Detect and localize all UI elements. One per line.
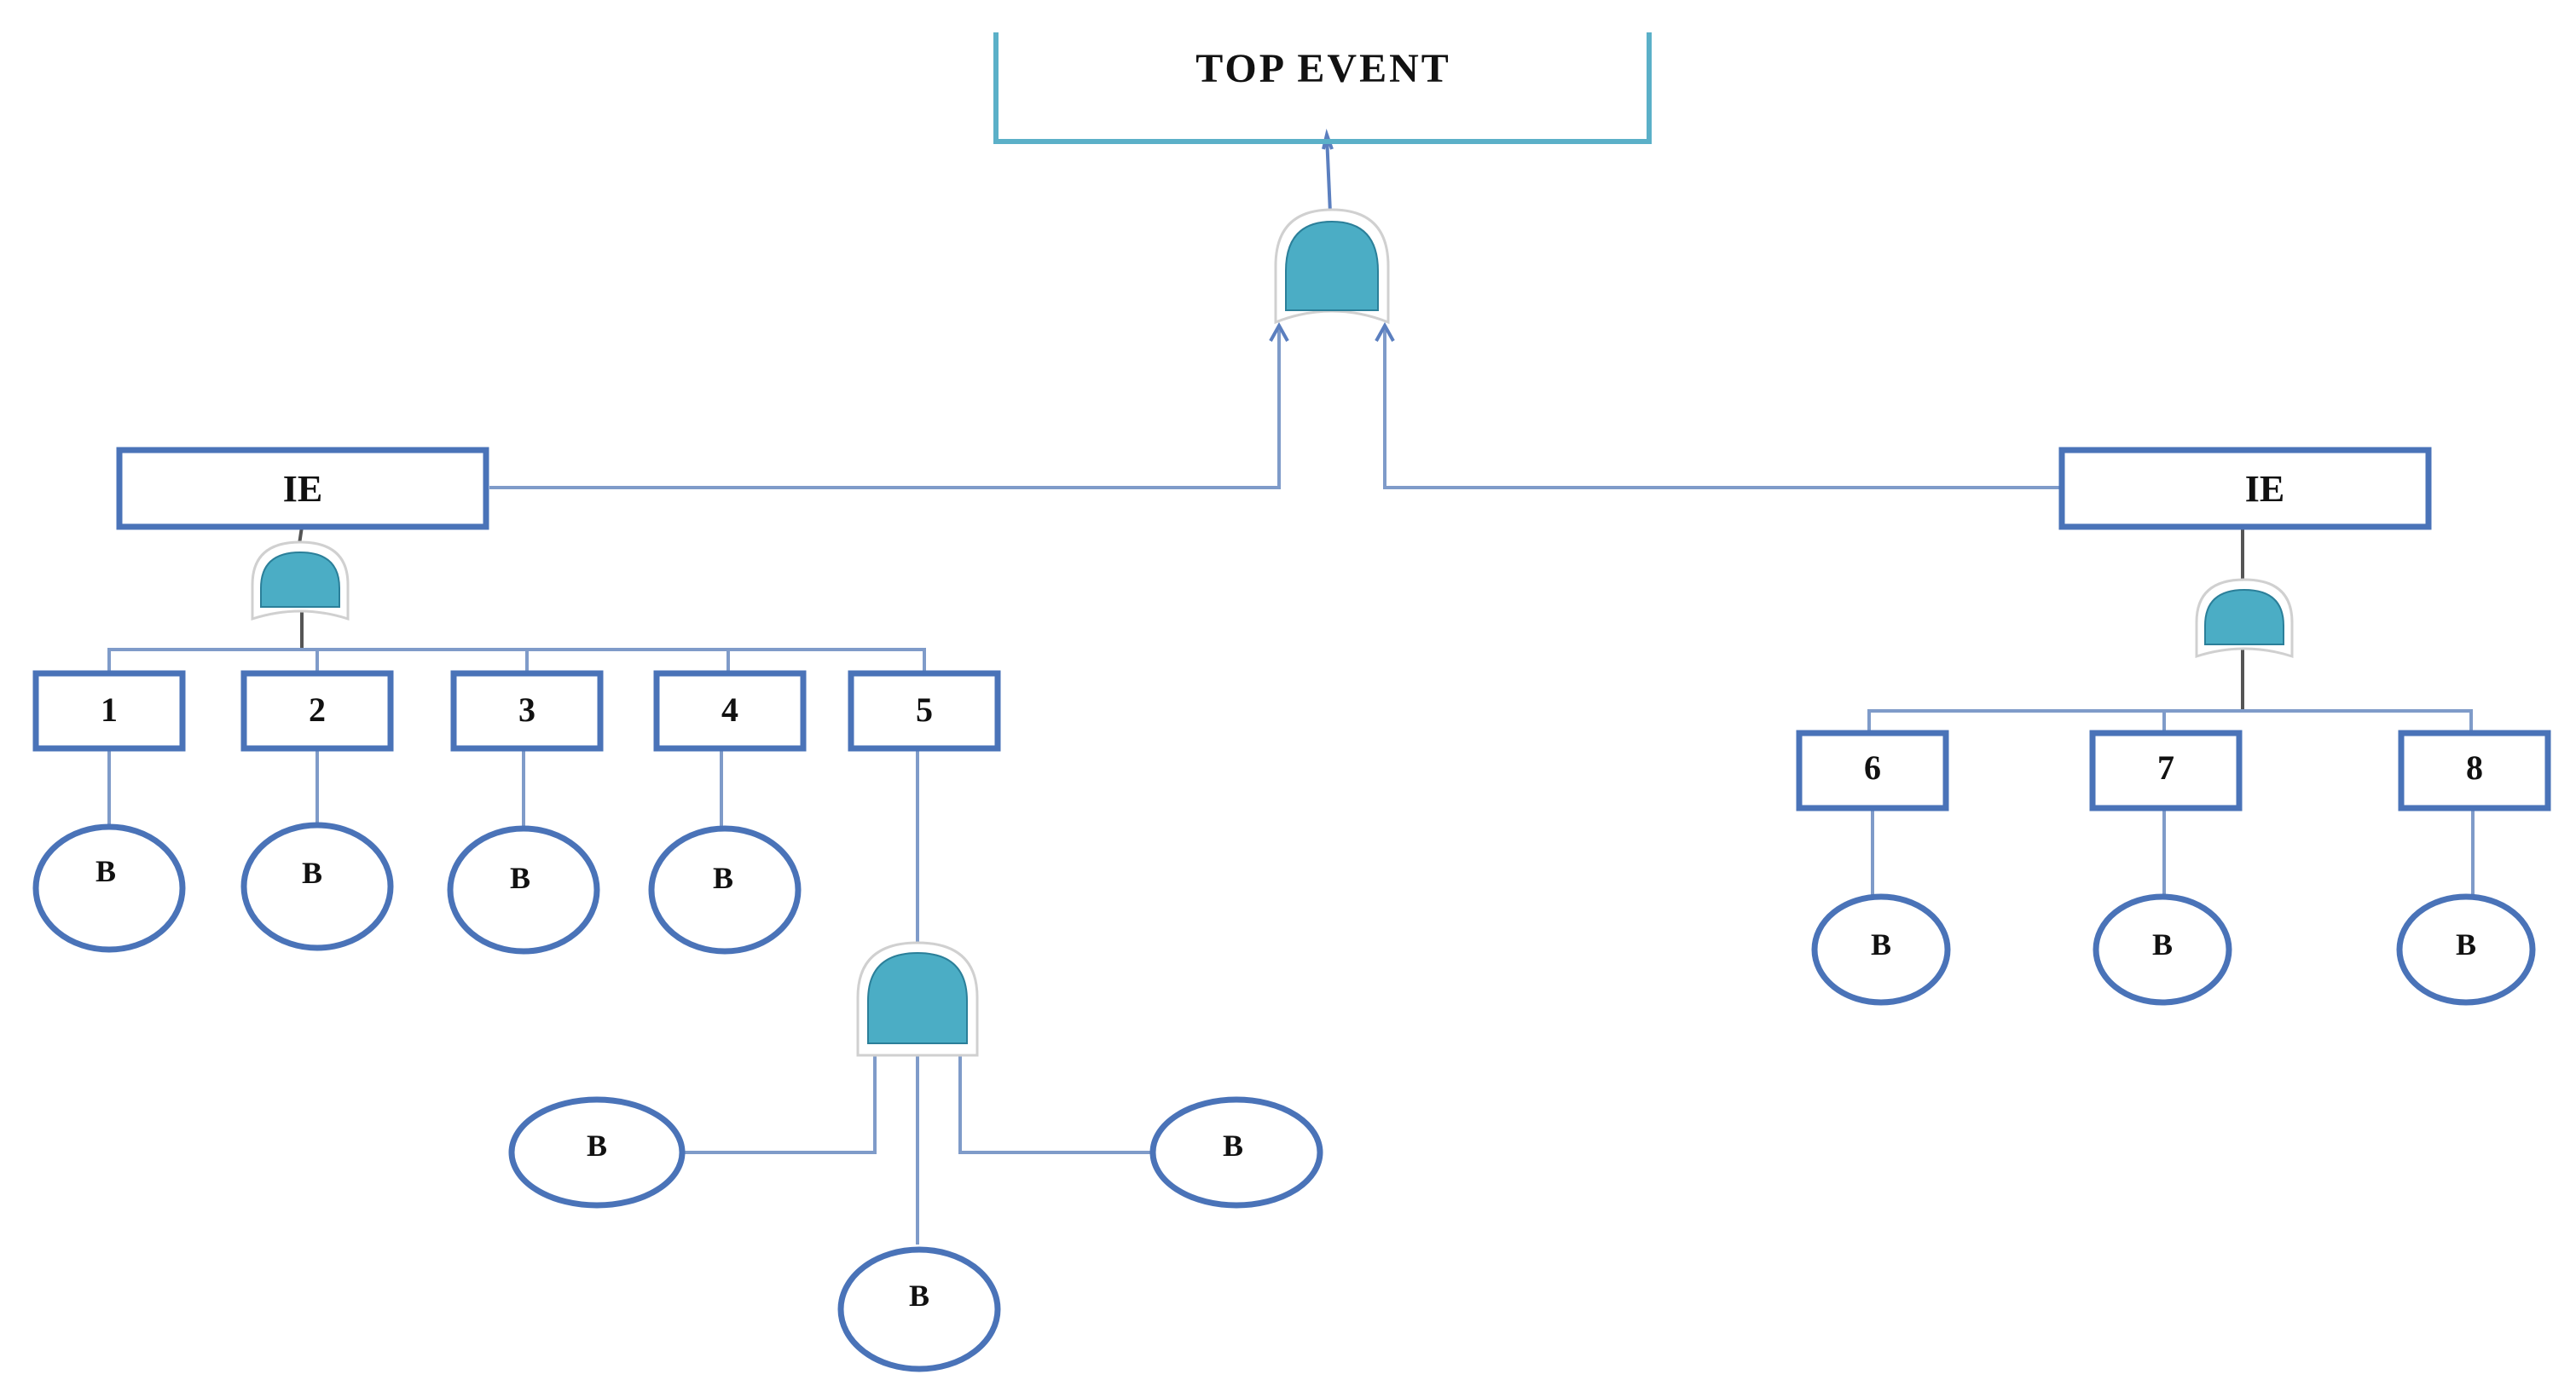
- event-3-box: [450, 670, 604, 752]
- event-2-label: 2: [309, 690, 326, 729]
- gate-to-b-left: [682, 1047, 877, 1154]
- basic-event-3-circle: [447, 825, 600, 955]
- event-7: 7: [2089, 730, 2243, 811]
- event-8-box: [2398, 730, 2551, 811]
- basic-event-5-bottom: B: [837, 1246, 1001, 1372]
- basic-event-1-label: B: [96, 854, 116, 888]
- basic-event-2-circle: [240, 822, 394, 951]
- event-7-label: 7: [2157, 748, 2174, 787]
- right-input-arrowhead: [1375, 321, 1395, 342]
- connectors: [107, 128, 2475, 1245]
- basic-event-2-label: B: [302, 856, 322, 890]
- event-3: 3: [450, 670, 604, 752]
- basic-event-6-circle: [1811, 893, 1951, 1006]
- basic-event-2: B: [240, 822, 394, 951]
- top-arrowhead: [1322, 128, 1334, 150]
- event-6: 6: [1796, 730, 1949, 811]
- left-or-gate: [251, 540, 350, 621]
- event-6-box: [1796, 730, 1949, 811]
- top-event-box: [993, 32, 1652, 144]
- left-ie-to-top-gate: [489, 326, 1281, 489]
- event-5-label: 5: [916, 690, 933, 729]
- event-4-label: 4: [721, 690, 738, 729]
- left-bus: [107, 648, 926, 673]
- basic-event-4: B: [648, 825, 802, 955]
- event-1-box: [32, 670, 186, 752]
- top-gate-icon: [1285, 220, 1379, 311]
- basic-event-3: B: [447, 825, 600, 955]
- left-ie-box: [116, 447, 489, 530]
- right-bus: [1867, 709, 2473, 733]
- event-1: 1: [32, 670, 186, 752]
- event-8-label: 8: [2466, 748, 2483, 787]
- event-7-box: [2089, 730, 2243, 811]
- top-event: TOP EVENT: [993, 32, 1652, 144]
- right-ie-label: IE: [2245, 468, 2284, 510]
- basic-event-5-left-label: B: [587, 1129, 607, 1163]
- basic-event-8-label: B: [2456, 927, 2476, 962]
- top-or-gate: [1274, 208, 1390, 325]
- right-gate-icon: [2204, 588, 2284, 645]
- gate-to-b-right: [958, 1047, 1153, 1154]
- basic-event-7-circle: [2093, 893, 2232, 1006]
- event-4: 4: [653, 670, 807, 752]
- top-event-label: TOP EVENT: [1195, 46, 1451, 91]
- basic-event-4-circle: [648, 825, 802, 955]
- left-ie-label: IE: [283, 468, 322, 510]
- basic-event-3-label: B: [510, 861, 530, 895]
- top-gate-output-arrow: [1325, 136, 1332, 214]
- event-8: 8: [2398, 730, 2551, 811]
- event-5: 5: [848, 670, 1001, 752]
- right-intermediate-event: IE: [2058, 447, 2432, 530]
- right-or-gate: [2195, 578, 2294, 659]
- basic-event-5-bottom-label: B: [909, 1279, 929, 1313]
- basic-event-6: B: [1811, 893, 1951, 1006]
- and-gate-icon: [867, 951, 968, 1044]
- basic-event-5-left-circle: [508, 1096, 686, 1209]
- event-2: 2: [240, 670, 394, 752]
- basic-event-7-label: B: [2152, 927, 2173, 962]
- basic-event-5-right-circle: [1149, 1096, 1323, 1209]
- basic-event-6-label: B: [1871, 927, 1891, 962]
- event-5-box: [848, 670, 1001, 752]
- event-4-box: [653, 670, 807, 752]
- basic-event-5-bottom-circle: [837, 1246, 1001, 1372]
- basic-event-7: B: [2093, 893, 2232, 1006]
- basic-event-1: B: [32, 823, 186, 953]
- left-gate-icon: [260, 551, 340, 608]
- basic-event-1-circle: [32, 823, 186, 953]
- right-ie-to-top-gate: [1383, 326, 2064, 489]
- event-5-and-gate: [856, 941, 979, 1057]
- event-1-label: 1: [101, 690, 118, 729]
- basic-event-8: B: [2396, 893, 2536, 1006]
- right-ie-box: [2058, 447, 2432, 530]
- basic-event-5-right: B: [1149, 1096, 1323, 1209]
- event-3-label: 3: [518, 690, 535, 729]
- basic-event-4-label: B: [713, 861, 733, 895]
- basic-event-5-left: B: [508, 1096, 686, 1209]
- left-input-arrowhead: [1269, 321, 1289, 342]
- event-6-label: 6: [1864, 748, 1881, 787]
- basic-event-5-right-label: B: [1223, 1129, 1243, 1163]
- left-intermediate-event: IE: [116, 447, 489, 530]
- event-2-box: [240, 670, 394, 752]
- basic-event-8-circle: [2396, 893, 2536, 1006]
